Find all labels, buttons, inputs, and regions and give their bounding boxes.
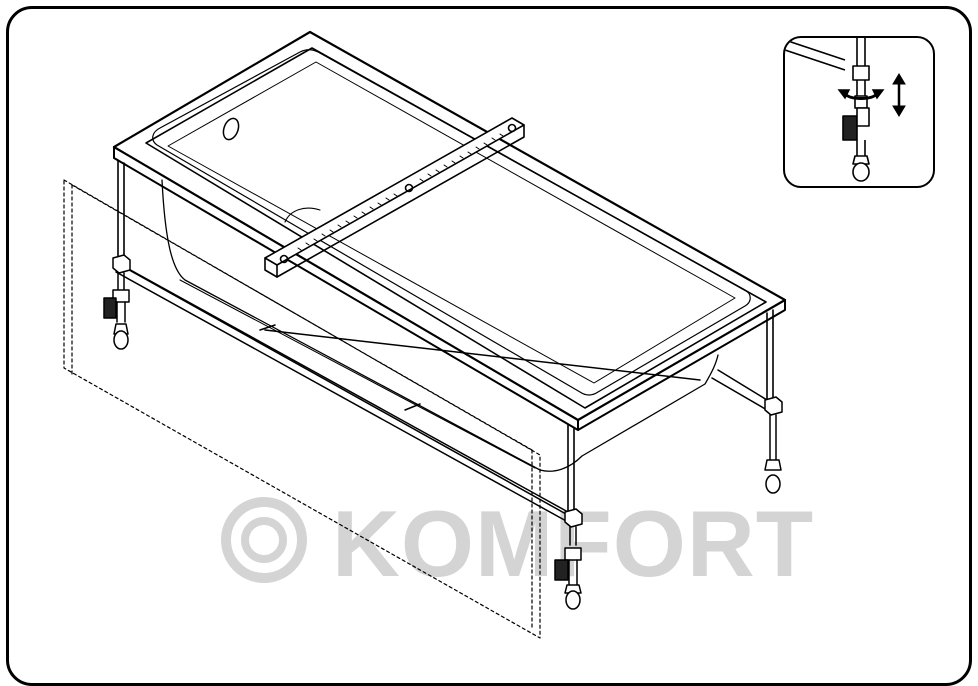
tub-rim-outer <box>112 30 787 422</box>
up-down-arrow-icon <box>892 73 906 117</box>
foot-adjustment-detail-inset <box>783 36 935 188</box>
rotate-arrows-icon <box>837 89 885 100</box>
bathtub-illustration <box>63 30 787 639</box>
leg-brackets <box>112 254 783 528</box>
front-panel-dashed-outline <box>63 179 541 639</box>
adjustable-foot-icon <box>785 38 906 182</box>
tub-rim-inner <box>145 47 767 409</box>
overflow-hole <box>222 117 240 141</box>
frame-rails <box>115 261 768 523</box>
frame-legs <box>117 159 774 513</box>
adjustable-feet <box>103 272 782 610</box>
watermark-logo-icon <box>221 497 307 583</box>
level-ruler <box>264 117 525 278</box>
tub-basin <box>161 179 719 472</box>
